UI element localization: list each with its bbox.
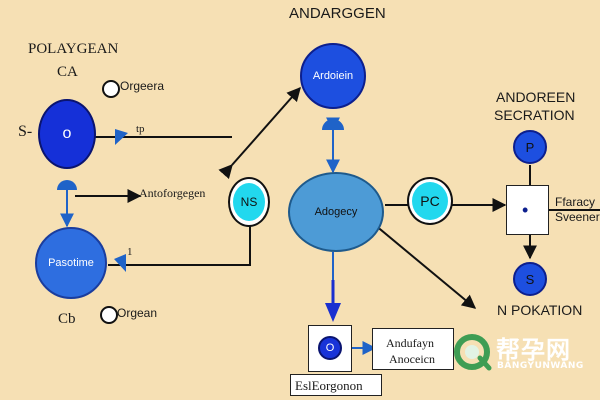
bottom-caption-box: EslEorgonon bbox=[290, 374, 382, 396]
link-center-to-np bbox=[360, 211, 477, 309]
bottom-o-node-label: O bbox=[325, 342, 335, 354]
top-center-node: Ardoiein bbox=[300, 43, 366, 109]
right-box-text-2: Sveeneri bbox=[555, 210, 600, 224]
watermark-logo-icon bbox=[454, 334, 492, 371]
bottom-left-tag-label: Orgean bbox=[117, 306, 158, 320]
right-box: • bbox=[506, 185, 549, 235]
bottom-o-box: O bbox=[308, 325, 352, 372]
pc-node-label: PC bbox=[420, 193, 440, 209]
bottom-text-box: Andufayn Anoceicn bbox=[372, 328, 454, 370]
ns-node-ring: NS bbox=[228, 177, 270, 227]
watermark-subtext: BANGYUNWANG bbox=[497, 361, 584, 371]
bottom-caption-label: EslEorgonon bbox=[295, 378, 363, 393]
bottom-left-label: Cb bbox=[58, 311, 76, 327]
right-top-label-2: SECRATION bbox=[494, 107, 575, 123]
link-ns-to-top bbox=[218, 86, 301, 180]
top-left-label: POLAYGEAN bbox=[28, 41, 119, 57]
right-bottom-label: N POKATION bbox=[497, 302, 583, 318]
left-bottom-node-label: Pasotime bbox=[48, 257, 94, 269]
ns-node-label: NS bbox=[240, 195, 258, 209]
left-edge-label: S- bbox=[18, 123, 33, 140]
half-disc-top bbox=[322, 119, 344, 130]
half-disc-left bbox=[57, 180, 77, 190]
bottom-o-node: O bbox=[318, 336, 342, 360]
center-node-label: Adogecy bbox=[314, 206, 358, 218]
right-box-dot: • bbox=[522, 200, 529, 220]
small-tp-label: tp bbox=[136, 123, 145, 135]
left-bottom-node: Pasotime bbox=[35, 227, 107, 299]
pc-node: PC bbox=[412, 182, 448, 220]
top-center-label: ANDARGGEN bbox=[289, 5, 386, 22]
ns-node: NS bbox=[233, 183, 265, 221]
watermark-text: 帮孕网 bbox=[496, 336, 571, 364]
p-node-label: P bbox=[525, 139, 535, 155]
pc-node-ring: PC bbox=[407, 177, 453, 225]
bottom-left-wedge bbox=[114, 254, 126, 272]
left-top-node: o bbox=[38, 99, 96, 169]
bottom-left-tag-icon bbox=[100, 306, 118, 324]
center-node: Adogecy bbox=[288, 172, 384, 252]
origin-tag-icon bbox=[102, 80, 120, 98]
top-left-sub-label: CA bbox=[57, 64, 78, 80]
bottom-box-text-1: Andufayn bbox=[386, 336, 434, 350]
right-top-label-1: ANDOREEN bbox=[496, 89, 576, 105]
left-top-node-label: o bbox=[62, 125, 72, 142]
top-center-node-label: Ardoiein bbox=[312, 70, 354, 82]
s-node: S bbox=[513, 262, 547, 296]
origin-tag-label: Orgeera bbox=[120, 79, 165, 93]
bottom-box-text-2: Anoceicn bbox=[389, 352, 435, 366]
p-node: P bbox=[513, 130, 547, 164]
s-node-label: S bbox=[525, 271, 535, 287]
right-box-text-1: Ffaracy bbox=[555, 195, 596, 209]
left-node-wedge bbox=[115, 129, 128, 145]
mid-left-tag-label: Antoforgegen bbox=[139, 186, 206, 200]
big-blue-arrow bbox=[325, 303, 341, 322]
small-1-label: 1 bbox=[127, 246, 133, 258]
